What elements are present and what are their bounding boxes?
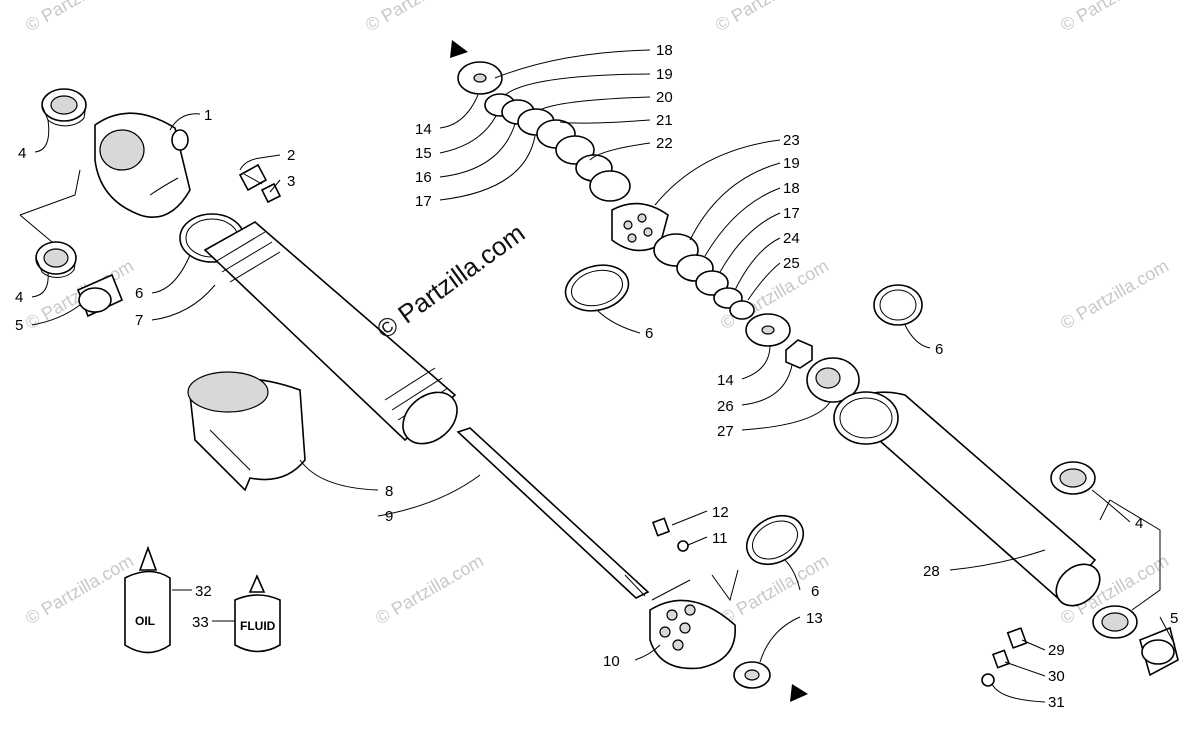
callout-20: 20 <box>656 89 673 106</box>
watermark-tile: © Partzilla.com <box>372 550 487 628</box>
callout-15: 15 <box>415 145 432 162</box>
watermark-tile: © Partzilla.com <box>1057 0 1172 35</box>
shaft-9 <box>456 427 650 599</box>
callout-18: 18 <box>783 180 800 197</box>
watermark-main: © Partzilla.com <box>371 218 530 345</box>
bushing-4-lower <box>35 241 77 278</box>
seal-ring-6-centre <box>564 264 630 312</box>
direction-arrow-icon <box>450 40 468 58</box>
fitting-2 <box>238 163 268 192</box>
shim-stack <box>457 61 631 202</box>
callout-4: 4 <box>1135 515 1143 532</box>
bushing-4-top <box>41 88 87 127</box>
callout-16: 16 <box>415 169 432 186</box>
callout-23: 23 <box>783 132 800 149</box>
callout-17: 17 <box>415 193 432 210</box>
callout-19: 19 <box>656 66 673 83</box>
watermark-tile: © Partzilla.com <box>22 550 137 628</box>
callout-10: 10 <box>603 653 620 670</box>
seal-ring-6-piston <box>745 514 805 566</box>
callout-3: 3 <box>287 173 295 190</box>
callout-21: 21 <box>656 112 673 129</box>
callout-4: 4 <box>18 145 26 162</box>
direction-arrow-icon <box>790 684 808 702</box>
callout-18: 18 <box>656 42 673 59</box>
watermark-tile: © Partzilla.com <box>362 0 477 35</box>
oil-bottle-32: OIL <box>124 545 171 654</box>
callout-11: 11 <box>712 530 728 547</box>
callout-6: 6 <box>135 285 143 302</box>
callout-12: 12 <box>712 504 729 521</box>
shim-stack-lower <box>653 233 791 347</box>
callout-6: 6 <box>811 583 819 600</box>
leader-lines <box>19 49 1176 703</box>
callout-28: 28 <box>923 563 940 580</box>
seal-ring-6-right <box>873 284 923 326</box>
bushing-4-right <box>1050 461 1138 639</box>
watermark-tile: © Partzilla.com <box>1057 255 1172 333</box>
callout-numbers: 1 2 3 4 4 4 5 5 6 6 6 6 7 8 9 10 11 12 1… <box>15 42 1178 711</box>
fox-sleeve-8 <box>187 371 306 492</box>
valve-body-23 <box>611 202 669 252</box>
callout-25: 25 <box>783 255 800 272</box>
shock-body-left <box>203 221 458 445</box>
callout-4: 4 <box>15 289 23 306</box>
callout-7: 7 <box>135 312 143 329</box>
callout-5: 5 <box>15 317 23 334</box>
piston-10 <box>649 599 736 670</box>
fluid-label: FLUID <box>240 619 276 633</box>
callout-30: 30 <box>1048 668 1065 685</box>
reservoir-cap-27 <box>806 357 860 403</box>
callout-24: 24 <box>783 230 800 247</box>
callout-1: 1 <box>204 107 212 124</box>
spacer-5-right <box>1139 626 1179 677</box>
fittings-29-30-31 <box>981 627 1028 687</box>
washer-13 <box>733 661 771 689</box>
callout-8: 8 <box>385 483 393 500</box>
callout-19: 19 <box>783 155 800 172</box>
spacer-5-left <box>76 273 124 318</box>
callout-2: 2 <box>287 147 295 164</box>
fitting-3 <box>260 182 282 204</box>
watermark-tile: © Partzilla.com <box>22 0 137 35</box>
callout-33: 33 <box>192 614 209 631</box>
callout-13: 13 <box>806 610 823 627</box>
callout-14: 14 <box>415 121 432 138</box>
eyelet-1 <box>94 112 191 219</box>
callout-6: 6 <box>645 325 653 342</box>
callout-29: 29 <box>1048 642 1065 659</box>
plug-12 <box>651 517 671 537</box>
fluid-bottle-33: FLUID <box>234 574 281 653</box>
callout-9: 9 <box>385 508 393 525</box>
reservoir-body-28 <box>833 391 1101 607</box>
nut-26 <box>785 339 813 369</box>
callout-31: 31 <box>1048 694 1065 711</box>
watermark-tile: © Partzilla.com <box>712 0 827 35</box>
callout-26: 26 <box>717 398 734 415</box>
ball-11 <box>677 540 689 552</box>
oil-label: OIL <box>135 614 155 628</box>
callout-6: 6 <box>935 341 943 358</box>
callout-22: 22 <box>656 135 673 152</box>
callout-14: 14 <box>717 372 734 389</box>
callout-32: 32 <box>195 583 212 600</box>
callout-27: 27 <box>717 423 734 440</box>
callout-5: 5 <box>1170 610 1178 627</box>
callout-17: 17 <box>783 205 800 222</box>
